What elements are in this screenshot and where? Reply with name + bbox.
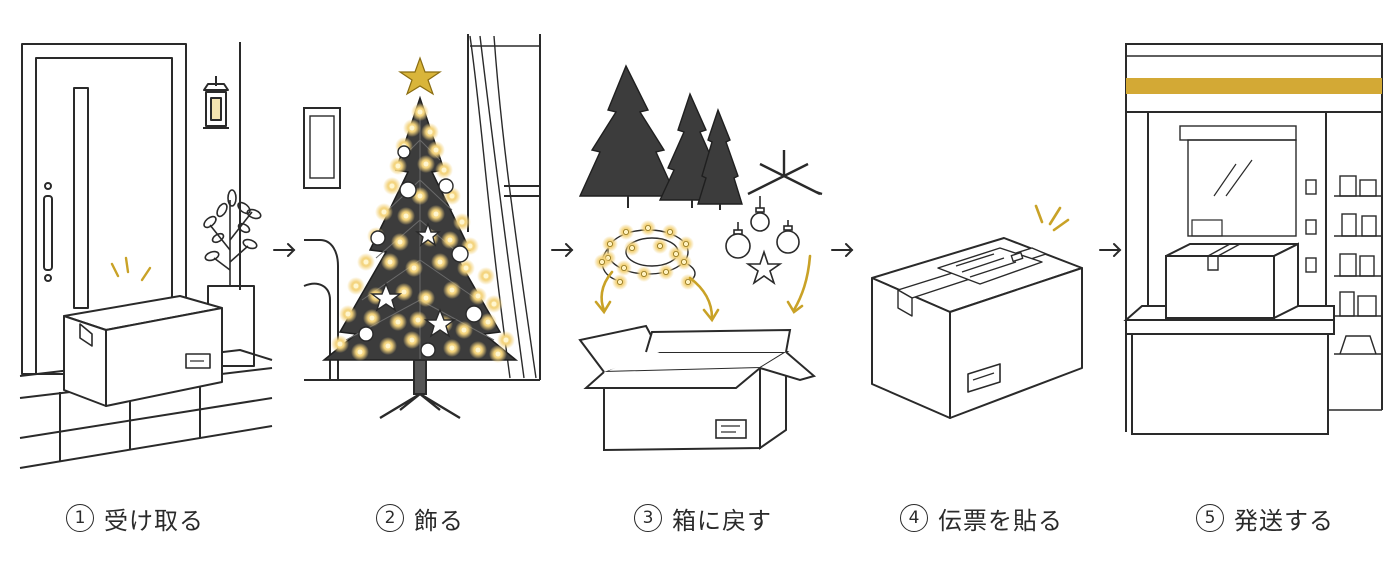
tree-sections-icon <box>578 64 743 205</box>
light-bulb <box>663 268 670 275</box>
light-bulb <box>417 193 423 199</box>
light-bulb <box>491 301 497 307</box>
light-bulb <box>449 193 455 199</box>
light-bulb <box>673 250 680 257</box>
light-bulb <box>395 163 401 169</box>
light-bulb <box>381 209 387 215</box>
step-label: 箱に戻す <box>672 506 772 535</box>
light-bulb <box>409 337 415 343</box>
box-icon <box>63 295 223 407</box>
light-bulb <box>475 347 481 353</box>
step-number-badge: 2 <box>376 504 404 532</box>
step1-illustration <box>19 42 273 469</box>
light-bulb <box>409 125 415 131</box>
light-bulb <box>345 311 351 317</box>
light-bulb <box>353 283 359 289</box>
step-number-badge: 3 <box>634 504 662 532</box>
light-bulb <box>369 315 375 321</box>
light-bulb <box>657 242 664 249</box>
light-bulb <box>503 337 509 343</box>
step-2-caption: 2 飾る <box>376 496 464 540</box>
step-number-badge: 4 <box>900 504 928 532</box>
arrow-right-icon <box>1099 243 1122 257</box>
light-bulb <box>483 273 489 279</box>
light-bulb <box>667 228 674 235</box>
step5-illustration <box>1123 43 1383 435</box>
light-bulb <box>645 224 652 231</box>
shipping-label-icon <box>937 247 1043 285</box>
store-icon <box>1123 43 1383 435</box>
light-bulb <box>621 264 628 271</box>
light-bulb <box>437 259 443 265</box>
light-bulb <box>467 243 473 249</box>
arrow-right-icon <box>273 243 296 257</box>
step-label: 伝票を貼る <box>938 506 1063 535</box>
light-bulb <box>485 319 491 325</box>
step2-illustration <box>303 34 541 420</box>
light-bulb <box>385 343 391 349</box>
light-bulb <box>403 213 409 219</box>
stand-icon <box>747 150 823 196</box>
arrow-right-icon <box>551 243 574 257</box>
light-bulb <box>441 167 447 173</box>
step-1-caption: 1 受け取る <box>66 496 204 540</box>
ornaments-icon <box>725 196 800 286</box>
step-label: 飾る <box>414 506 464 535</box>
lamp-icon <box>203 76 229 129</box>
light-bulb <box>461 327 467 333</box>
light-bulb <box>389 183 395 189</box>
light-bulb <box>449 287 455 293</box>
light-bulb <box>629 244 636 251</box>
light-bulb <box>415 317 421 323</box>
light-bulb <box>681 258 688 265</box>
light-bulb <box>433 147 439 153</box>
light-bulb <box>395 319 401 325</box>
light-bulb <box>397 239 403 245</box>
step-number-badge: 1 <box>66 504 94 532</box>
light-bulb <box>449 345 455 351</box>
light-bulb <box>387 259 393 265</box>
light-bulb <box>685 278 692 285</box>
light-bulb <box>357 349 363 355</box>
step4-illustration <box>871 204 1083 419</box>
light-bulb <box>463 265 469 271</box>
light-bulb <box>427 129 433 135</box>
step-number-badge: 5 <box>1196 504 1224 532</box>
light-bulb <box>411 265 417 271</box>
light-bulb <box>607 240 614 247</box>
arrow-right-icon <box>831 243 854 257</box>
step-3-caption: 3 箱に戻す <box>634 496 772 540</box>
light-bulb <box>683 240 690 247</box>
light-bulb <box>423 295 429 301</box>
light-bulb <box>401 289 407 295</box>
open-box-icon <box>578 324 817 452</box>
step-label: 発送する <box>1234 506 1334 535</box>
step-4-caption: 4 伝票を貼る <box>900 496 1063 540</box>
plant-icon <box>203 189 262 286</box>
light-bulb <box>495 351 501 357</box>
step-5-caption: 5 発送する <box>1196 496 1334 540</box>
light-bulb <box>459 219 465 225</box>
light-bulb <box>641 270 648 277</box>
light-bulb <box>433 211 439 217</box>
light-bulb <box>623 228 630 235</box>
light-bulb <box>599 258 606 265</box>
step3-illustration <box>578 64 823 452</box>
light-bulb <box>363 259 369 265</box>
light-bulb <box>447 237 453 243</box>
light-bulb <box>337 341 343 347</box>
light-bulb <box>617 278 624 285</box>
step-label: 受け取る <box>104 506 204 535</box>
light-bulb <box>423 161 429 167</box>
light-bulb <box>475 293 481 299</box>
light-bulb <box>417 109 423 115</box>
